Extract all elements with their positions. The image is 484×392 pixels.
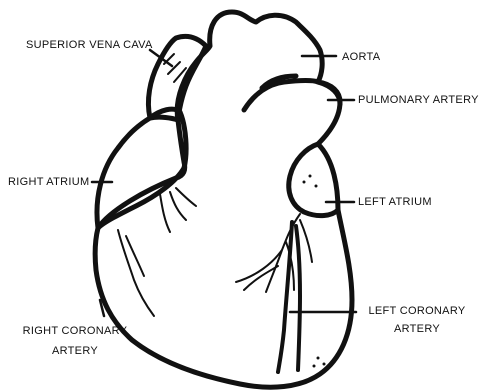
left-atrium-shape bbox=[289, 144, 338, 216]
label-right-atrium: RIGHT ATRIUM bbox=[8, 175, 89, 189]
pulmonary-artery-shape bbox=[244, 81, 340, 111]
label-left-atrium: LEFT ATRIUM bbox=[358, 195, 432, 209]
label-right-coronary-line1: RIGHT CORONARY bbox=[10, 324, 140, 338]
label-right-coronary-line2: ARTERY bbox=[10, 344, 140, 358]
label-left-coronary-artery: LEFT CORONARY ARTERY bbox=[362, 304, 472, 336]
right-atrium-shape bbox=[97, 109, 186, 228]
label-left-coronary-line2: ARTERY bbox=[362, 322, 472, 336]
label-aorta: AORTA bbox=[342, 50, 380, 64]
label-superior-vena-cava: SUPERIOR VENA CAVA bbox=[26, 38, 153, 52]
label-pulmonary-artery: PULMONARY ARTERY bbox=[358, 93, 479, 107]
label-left-coronary-line1: LEFT CORONARY bbox=[362, 304, 472, 318]
label-right-coronary-artery: RIGHT CORONARY ARTERY bbox=[10, 324, 140, 358]
